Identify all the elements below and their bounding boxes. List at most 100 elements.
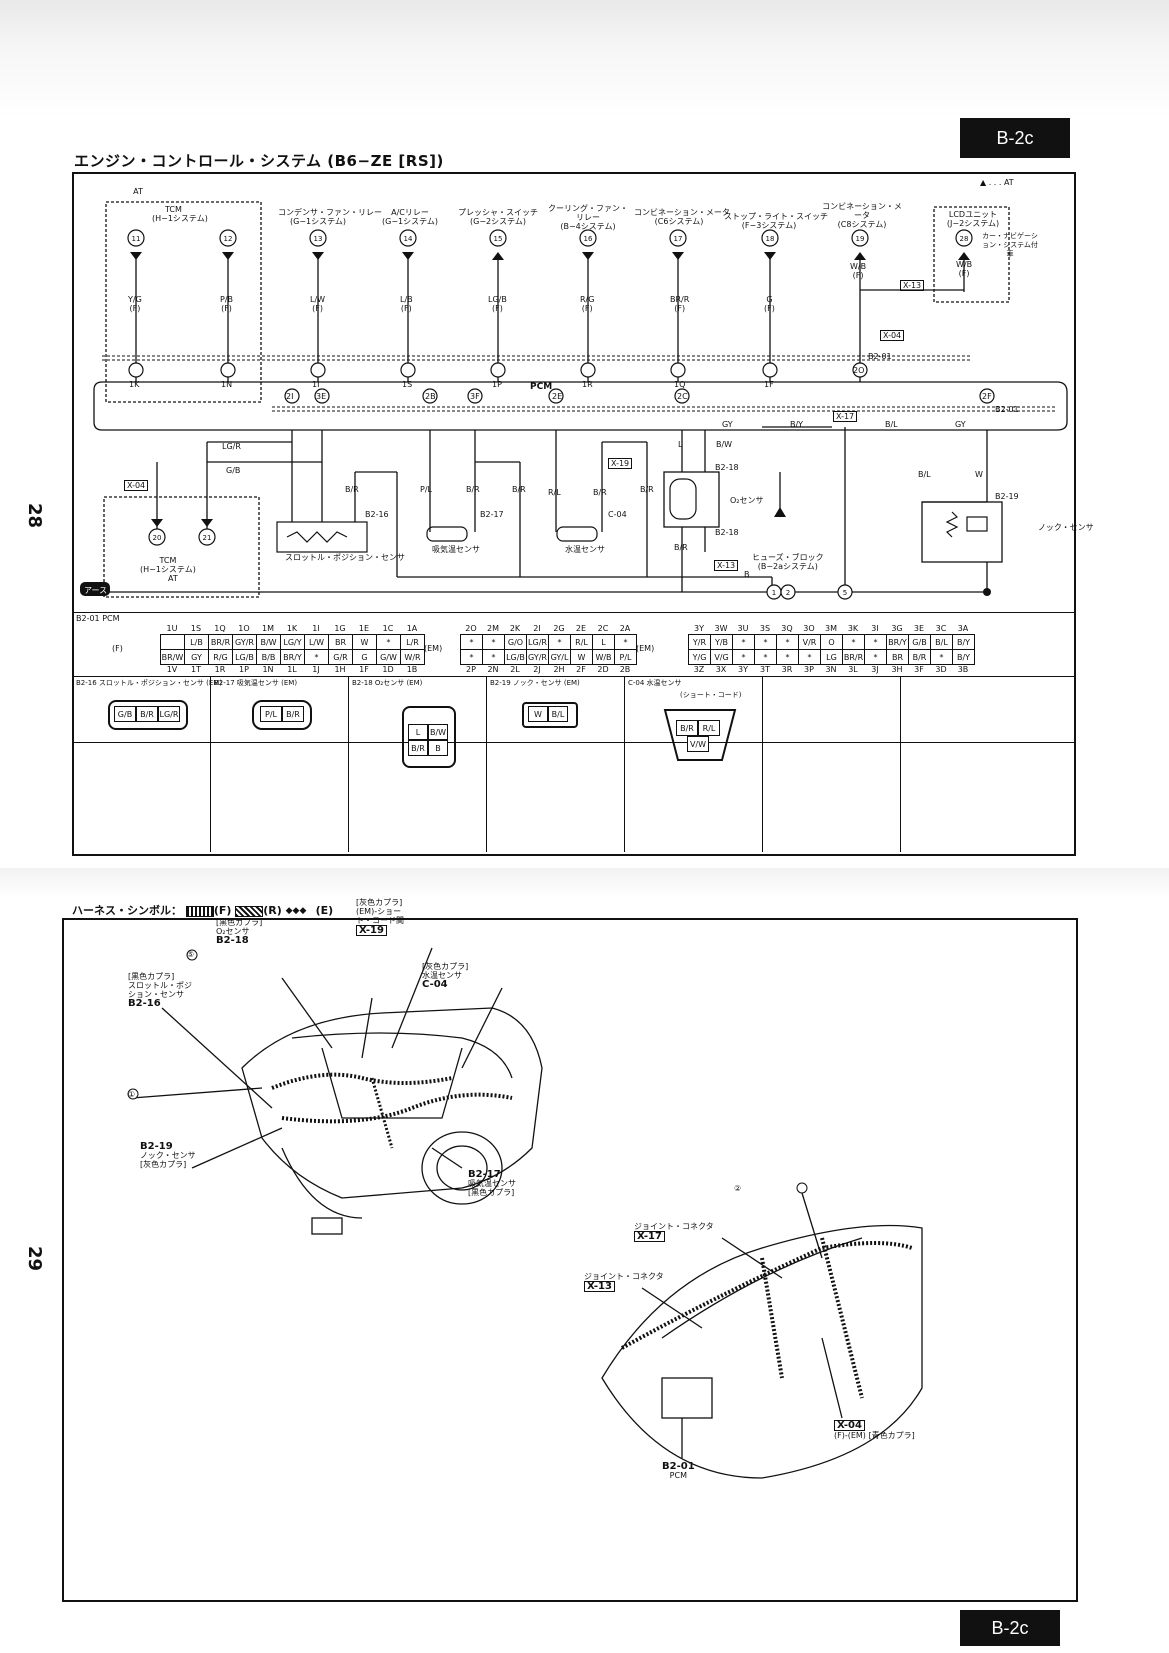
- ref-b217: B2-17: [480, 510, 504, 519]
- pcm-pin-cell: B/Y: [952, 649, 975, 665]
- connector-b217-pin: B/R: [282, 706, 304, 722]
- pcm-pin-cell: L: [592, 634, 615, 650]
- pcm-pin-id: 1Q: [214, 624, 226, 633]
- pcm-pin-id: 1I: [312, 624, 320, 633]
- connector-c04-pin: B/R: [676, 720, 698, 736]
- pcm-pin-cell: BR/Y: [886, 634, 909, 650]
- at-label-top: AT: [133, 187, 143, 196]
- bus-label-b201: B2-01: [868, 352, 892, 361]
- wire-pl: P/L: [420, 485, 432, 494]
- conn-title-c04: C-04 水温センサ: [628, 679, 682, 687]
- pcm-pin-id: 1A: [406, 624, 418, 633]
- wire-label-18: G(F): [764, 295, 775, 313]
- conn-title-b217: B2-17 吸気温センサ (EM): [214, 679, 298, 687]
- pcm-pin-2E: 2E: [552, 392, 563, 401]
- pcm-pin-cell: Y/B: [710, 634, 733, 650]
- pcm-pin-cell: *: [460, 649, 483, 665]
- pcm-pin-id: 3G: [891, 624, 903, 633]
- pcm-pin-id: 1M: [262, 624, 274, 633]
- pcm-pin-cell: *: [842, 634, 865, 650]
- lcd-unit-label: LCDユニット(J−2システム): [946, 210, 1000, 228]
- connector-b219-pin: B/L: [548, 706, 568, 722]
- component-label-16: クーリング・ファン・リレー(B−4システム): [548, 204, 628, 231]
- connector-b216-pin: B/R: [136, 706, 158, 722]
- svg-text:2: 2: [786, 589, 790, 597]
- pcm-pin-cell: V/R: [798, 634, 821, 650]
- pcm-pin-id: 1J: [312, 665, 320, 674]
- wire-rl: R/L: [548, 488, 561, 497]
- pcm-pin-cell: *: [614, 634, 637, 650]
- dash-marker-2: ②: [734, 1184, 742, 1193]
- pcm-pin-cell: *: [798, 649, 821, 665]
- pcm-pin-id: 1C: [382, 624, 394, 633]
- wire-br-3: B/R: [512, 485, 526, 494]
- harness-symbol-label: ハーネス・シンボル： (F) (R) ◆◆◆(E): [72, 904, 334, 917]
- pcm-pin-id: 3X: [715, 665, 727, 674]
- pcm-pin-id: 3I: [871, 624, 879, 633]
- pcm-pin-cell: GY/R: [232, 634, 257, 650]
- pcm-pin-cell: *: [732, 649, 755, 665]
- pcm-pin-cell: GY/L: [548, 649, 571, 665]
- connector-b216-pin: G/B: [114, 706, 136, 722]
- pcm-pin-id: 3K: [847, 624, 859, 633]
- conn-sep-2: [348, 676, 349, 852]
- pcm-pin-1S: 1S: [402, 380, 413, 389]
- pcm-pin-id: 1R: [214, 665, 226, 674]
- pcm-pin-cell: W: [352, 634, 377, 650]
- harness-f-swatch: [185, 905, 214, 917]
- tcm-name: TCM: [165, 205, 182, 214]
- component-label-14: A/Cリレー(G−1システム): [382, 208, 438, 226]
- pcm-pin-id: 1G: [334, 624, 346, 633]
- pcm-pin-id: 2L: [510, 665, 520, 674]
- conn-sep-1: [210, 676, 211, 852]
- svg-text:13: 13: [314, 235, 323, 243]
- callout-c04: [灰色カプラ]水温センサ C-04: [422, 962, 469, 990]
- bus-label-b201-lower: B2-01: [995, 405, 1019, 414]
- pcm-pin-cell: *: [376, 634, 401, 650]
- pcm-pin-id: 1B: [406, 665, 418, 674]
- engine-marker-1: ①: [128, 1090, 136, 1099]
- ref-b219: B2-19: [995, 492, 1019, 501]
- pcm-table-title: B2-01 PCM: [76, 614, 120, 623]
- pcm-pin-cell: W/R: [400, 649, 425, 665]
- pcm-pin-cell: *: [776, 649, 799, 665]
- connector-b218-body: [402, 706, 456, 768]
- svg-text:20: 20: [153, 534, 162, 542]
- pcm-pin-cell: BR: [328, 634, 353, 650]
- wire-label-13: L/W(F): [310, 295, 326, 313]
- pcm-pin-cell: R/G: [208, 649, 233, 665]
- wire-gy-em: GY: [722, 420, 733, 429]
- pcm-pin-cell: L/R: [400, 634, 425, 650]
- pcm-pin-cell: BR/R: [842, 649, 865, 665]
- pcm-pin-id: 1S: [190, 624, 202, 633]
- pcm-pin-id: 3J: [871, 665, 879, 674]
- callout-b218: [黒色カプラ]O₂センサ B2-18: [216, 918, 263, 946]
- pcm-pin-cell: L/W: [304, 634, 329, 650]
- pcm-pin-id: 2D: [597, 665, 609, 674]
- pcm-em-tag: (EM): [424, 644, 443, 653]
- callout-x19: [灰色カプラ] (EM)-ショート・コード間 X-19: [356, 898, 404, 936]
- pcm-pin-2B: 2B: [425, 392, 436, 401]
- wire-lgr-em: LG/R: [222, 442, 241, 451]
- conn-sep-4: [624, 676, 625, 852]
- pcm-pin-id: 1P: [239, 665, 249, 674]
- pcm-pin-1F: 1F: [764, 380, 774, 389]
- component-label-13: コンデンサ・ファン・リレー(G−1システム): [278, 208, 382, 226]
- wire-gy-em-2: GY: [955, 420, 966, 429]
- legend-at: ▲ . . . AT: [980, 178, 1014, 187]
- pcm-pin-cell: *: [482, 634, 505, 650]
- at-label-lower: AT: [168, 574, 178, 583]
- callout-x17: ジョイント・コネクタ X-17: [634, 1222, 714, 1242]
- pcm-pin-id: 1D: [382, 665, 394, 674]
- ground-symbol: [80, 582, 110, 596]
- pcm-pin-cell: GY/R: [526, 649, 549, 665]
- pcm-pin-cell: B/Y: [952, 634, 975, 650]
- knock-sensor-label: ノック・センサ: [1038, 523, 1094, 532]
- pcm-pin-cell: BR/Y: [280, 649, 305, 665]
- pcm-pin-cell: B/R: [908, 649, 931, 665]
- joint-x04-top: X-04: [880, 330, 905, 341]
- wire-bw: B/W: [716, 440, 733, 449]
- pcm-pin-id: 2K: [509, 624, 521, 633]
- pcm-pin-id: 1O: [238, 624, 250, 633]
- page-number-upper: 28: [24, 502, 46, 529]
